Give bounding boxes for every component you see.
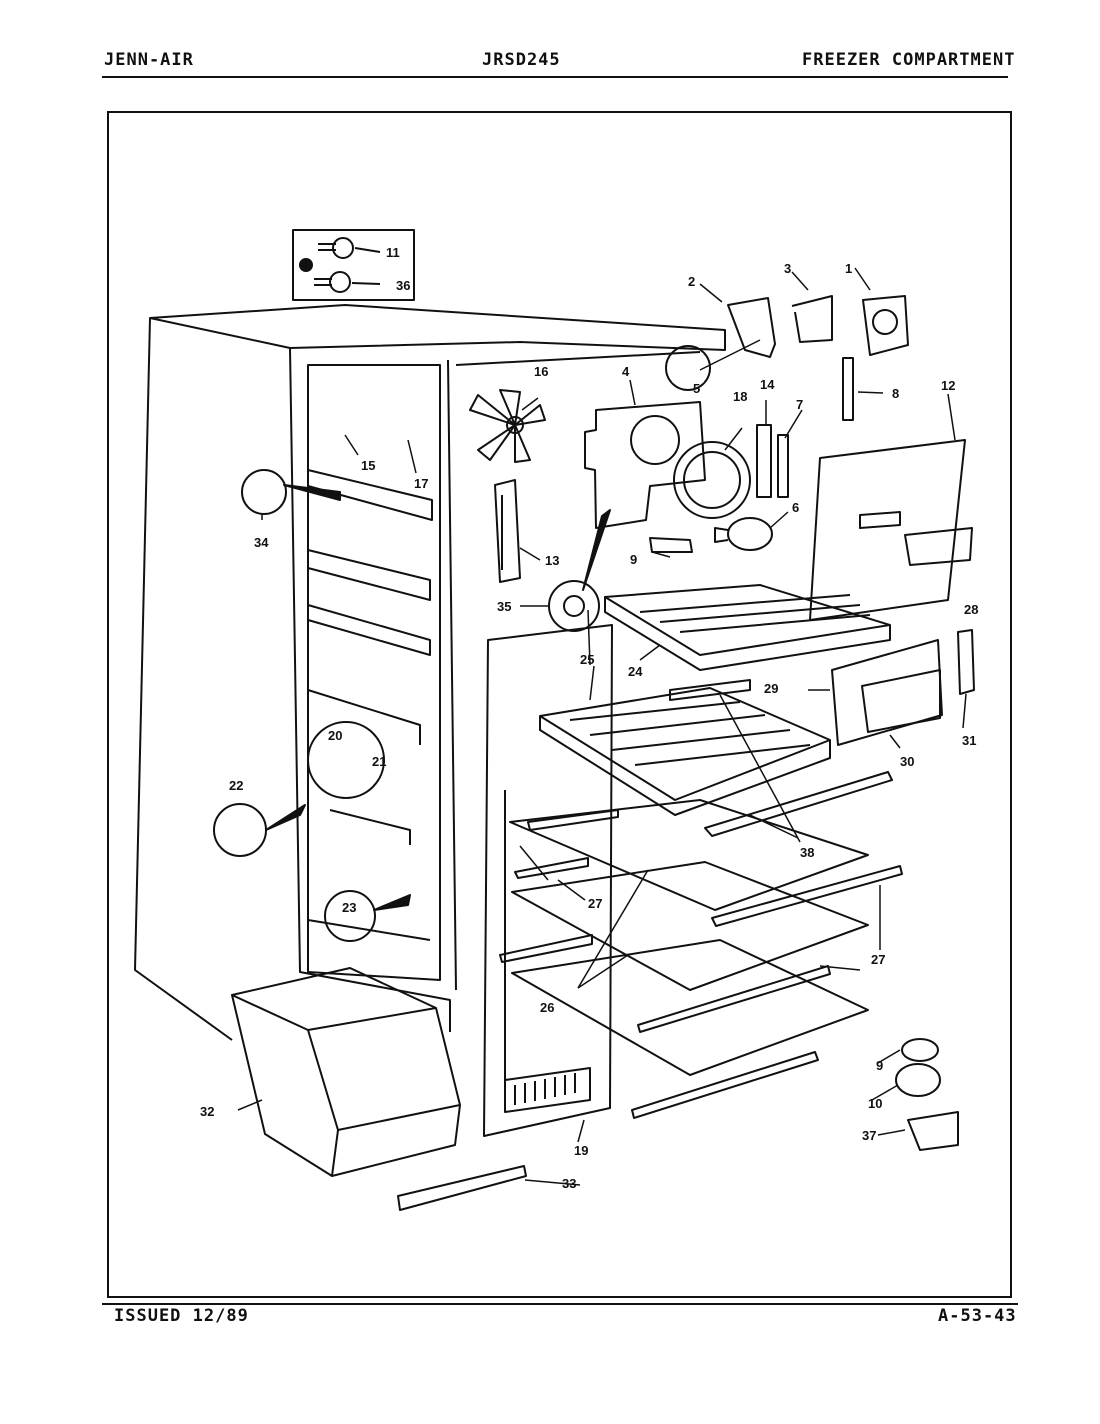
callout-35: 35 [497,599,511,614]
key-inset [292,229,415,301]
callout-4: 4 [622,364,630,379]
callout-13: 13 [545,553,559,568]
callout-2: 2 [688,274,695,289]
callout-16: 16 [534,364,548,379]
callout-6: 6 [792,500,799,515]
upper-shelf [604,584,891,671]
block-37 [907,1111,959,1151]
diagram-frame [107,111,1012,1298]
callout-24: 24 [628,664,643,679]
fan-blade [469,389,546,463]
part-14 [756,424,772,498]
bulb-10 [895,1063,941,1097]
crisper-bin [231,967,461,1177]
brand-header: JENN-AIR [104,50,194,70]
detail-circle-34 [241,469,287,515]
part-7 [777,434,789,498]
bracket-13 [494,479,521,583]
callout-32: 32 [200,1104,214,1119]
callout-27-b: 27 [871,952,885,967]
callout-28: 28 [964,602,978,617]
issued-date: ISSUED 12/89 [114,1306,249,1326]
callout-1: 1 [845,261,852,276]
callout-38: 38 [800,845,814,860]
callout-7: 7 [796,397,803,412]
callout-26: 26 [540,1000,554,1015]
callout-15: 15 [361,458,375,473]
footer-rule [102,1303,1018,1305]
bulb-9 [901,1038,939,1062]
callout-25: 25 [580,652,594,667]
callout-33: 33 [562,1176,576,1191]
callout-20: 20 [328,728,342,743]
callout-12: 12 [941,378,955,393]
page-code: A-53-43 [938,1306,1017,1326]
rear-panel [483,624,613,1137]
callout-17: 17 [414,476,428,491]
callout-21: 21 [372,754,386,769]
evaporator-cover [809,439,966,621]
callout-11: 11 [386,245,400,260]
callout-9-a: 9 [630,552,637,567]
callout-14: 14 [760,377,775,392]
callout-31: 31 [962,733,976,748]
part-3 [791,295,833,343]
part-2 [727,297,776,358]
detail-circle-22 [213,803,267,857]
detail-circle-20-21 [307,721,385,799]
middle-shelf [539,687,831,816]
callout-9-b: 9 [876,1058,883,1073]
part-1 [862,295,909,356]
meat-drawer [831,639,943,746]
callout-23: 23 [342,900,356,915]
part-8 [842,357,854,421]
slide-33 [397,1165,527,1211]
section-header: FREEZER COMPARTMENT [802,50,1016,70]
model-header: JRSD245 [482,50,561,70]
callout-10: 10 [868,1096,882,1111]
bracket-31 [957,629,975,695]
callout-30: 30 [900,754,914,769]
callout-27-a: 27 [588,896,602,911]
callout-34: 34 [254,535,269,550]
callout-18: 18 [733,389,747,404]
callout-29: 29 [764,681,778,696]
callout-22: 22 [229,778,243,793]
callout-36: 36 [396,278,410,293]
callout-3: 3 [784,261,791,276]
header-rule [102,76,1008,78]
light-bulb [714,517,773,551]
socket-9 [649,537,693,553]
callout-5: 5 [693,381,700,396]
cabinet-shell [134,304,726,1041]
callout-37: 37 [862,1128,876,1143]
detail-circle-35 [548,580,600,632]
motor-assembly [673,441,751,519]
detail-circle-23 [324,890,376,942]
callout-19: 19 [574,1143,588,1158]
part-28 [904,527,973,566]
detail-circle-5 [665,345,711,391]
callout-8: 8 [892,386,899,401]
glass-shelves [499,679,903,1119]
